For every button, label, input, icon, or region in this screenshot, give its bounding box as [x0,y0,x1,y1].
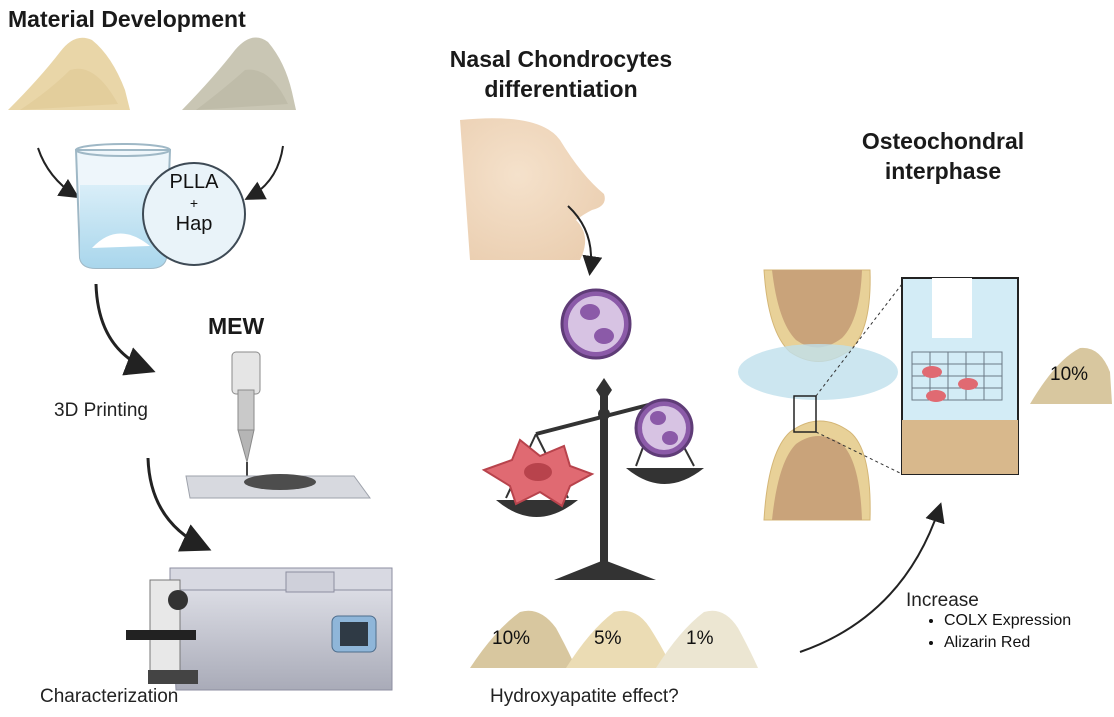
result-alizarin: Alizarin Red [944,634,1071,652]
results-list: COLX Expression Alizarin Red [926,612,1071,656]
arrow-result-to-interphase [799,502,945,653]
arrow-printing-to-characterization [146,457,212,552]
nasal-title-line1: Nasal Chondrocytes [449,46,673,72]
osteochondral-pile-label: 10% [1050,364,1089,385]
hap-pile-10 [470,610,576,668]
material-development-title: Material Development [8,6,246,32]
powder-pile-light [8,37,130,110]
chondrocyte-on-scale-icon [634,398,694,458]
hap-pile-osteochondral [1030,347,1112,404]
plla-hap-badge-label: PLLA + Hap [144,172,244,235]
plla-hap-badge [142,162,246,266]
badge-line-plla: PLLA [169,171,219,193]
osteochondral-title: Osteochondral interphase [848,126,1038,186]
arrow-beaker-to-printing [94,283,156,376]
hydroxyapatite-question: Hydroxyapatite effect? [490,686,679,707]
nose-profile-icon [460,118,605,260]
result-colx: COLX Expression [944,612,1071,630]
mew-label: MEW [208,313,265,339]
nasal-title-line2: differentiation [484,76,638,102]
increase-heading: Increase [906,590,979,611]
badge-line-plus: + [189,195,199,211]
pile-label-10: 10% [492,628,531,649]
nasal-chondrocytes-title: Nasal Chondrocytes differentiation [430,44,692,104]
mew-printer-icon [185,351,371,499]
badge-line-hap: Hap [175,213,213,235]
joint-icon [738,269,898,521]
powder-pile-gray [182,37,296,110]
3d-printing-label: 3D Printing [54,400,148,421]
arrow-nose-to-cell [567,205,603,276]
chondrocyte-cell-icon [560,288,632,360]
hap-pile-5 [566,610,672,668]
hypertrophic-cell-icon [481,438,595,508]
arrow-gray-to-beaker [244,145,284,200]
pile-label-5: 5% [594,628,622,649]
osteochondral-title-line2: interphase [884,158,1002,184]
arrow-light-to-beaker [37,147,80,199]
pile-label-1: 1% [686,628,714,649]
scaffold-zoom-panel [901,277,1019,475]
osteochondral-title-line1: Osteochondral [861,128,1025,154]
characterization-instrument-icon [126,567,393,691]
characterization-label: Characterization [40,686,179,707]
hap-pile-1 [656,610,758,668]
